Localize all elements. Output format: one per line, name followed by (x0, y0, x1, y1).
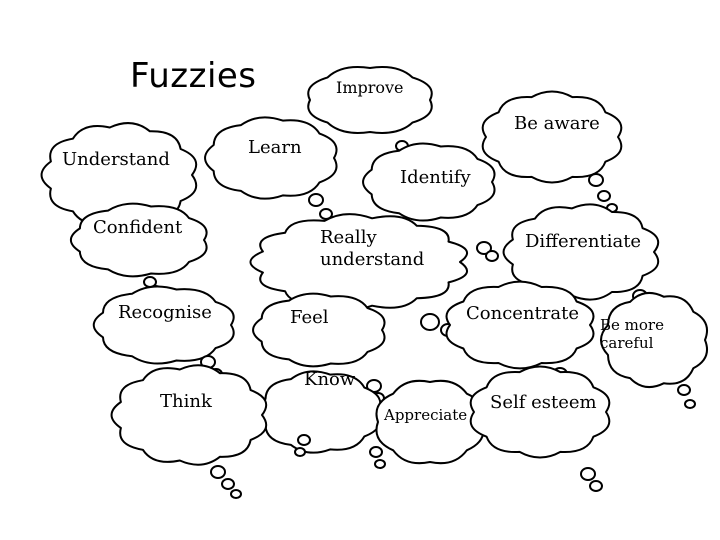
bubble-label-identify: Identify (400, 167, 471, 188)
thought-tail-circle (297, 434, 311, 446)
bubble-label-feel: Feel (290, 307, 329, 328)
bubble-label-be-aware: Be aware (514, 113, 600, 134)
thought-tail-circle (684, 399, 696, 409)
thought-bubble-self-esteem (469, 365, 611, 492)
cloud-outline (249, 213, 469, 311)
thought-bubble-feel (252, 292, 386, 404)
thought-tail-circle (374, 459, 386, 469)
bubble-label-know: Know (304, 369, 356, 390)
cloud-outline (92, 285, 235, 365)
thought-bubble-identify (362, 142, 499, 262)
thought-tail-circle (677, 384, 691, 396)
bubble-label-differentiate: Differentiate (525, 231, 642, 252)
thought-tail-circle (221, 478, 235, 490)
thought-tail-circle (230, 489, 242, 499)
bubble-label-think: Think (160, 391, 212, 412)
thought-tail-circle (369, 446, 383, 458)
cloud-outline (445, 280, 595, 370)
cloud-outline (375, 379, 485, 465)
thought-tail-circle (597, 190, 611, 202)
cloud-outline (362, 142, 496, 222)
thought-tail-circle (294, 447, 306, 457)
thought-tail-circle (476, 241, 492, 255)
cloud-outline (110, 364, 268, 466)
thought-tail-circle (485, 250, 499, 262)
thought-bubble-think (110, 364, 268, 499)
cloud-outline (481, 90, 623, 184)
bubble-label-understand: Understand (62, 149, 170, 170)
cloud-outline (502, 203, 660, 301)
thought-bubble-be-aware (481, 90, 623, 213)
thought-tail-circle (210, 465, 226, 479)
cloud-outline (307, 66, 433, 134)
bubble-label-learn: Learn (248, 137, 302, 158)
cloud-outline (252, 292, 386, 368)
thought-bubble-be-more-careful (600, 291, 709, 409)
thought-tail-circle (308, 193, 324, 207)
bubble-label-confident: Confident (93, 217, 183, 238)
cloud-outline (600, 291, 709, 389)
page-title: Fuzzies (130, 56, 257, 96)
bubble-label-improve: Improve (336, 78, 404, 97)
cloud-outline (69, 202, 208, 278)
thought-bubble-learn (204, 116, 338, 231)
bubble-label-be-more-careful: Be more careful (600, 316, 664, 352)
cloud-outline (469, 365, 611, 459)
thought-bubble-really-understand (249, 213, 469, 342)
thought-tail-circle (420, 313, 440, 331)
thought-bubble-know (256, 370, 382, 457)
thought-tail-circle (588, 173, 604, 187)
thought-tail-circle (580, 467, 596, 481)
thought-tail-circle (589, 480, 603, 492)
bubble-label-appreciate: Appreciate (384, 406, 468, 424)
bubble-label-really-understand: Really understand (320, 227, 425, 270)
thought-bubble-improve (307, 66, 433, 155)
bubble-label-recognise: Recognise (118, 302, 212, 323)
thought-bubble-appreciate (369, 379, 485, 469)
bubble-label-concentrate: Concentrate (466, 303, 579, 324)
bubble-label-self-esteem: Self esteem (490, 392, 597, 413)
cloud-outline (204, 116, 338, 200)
